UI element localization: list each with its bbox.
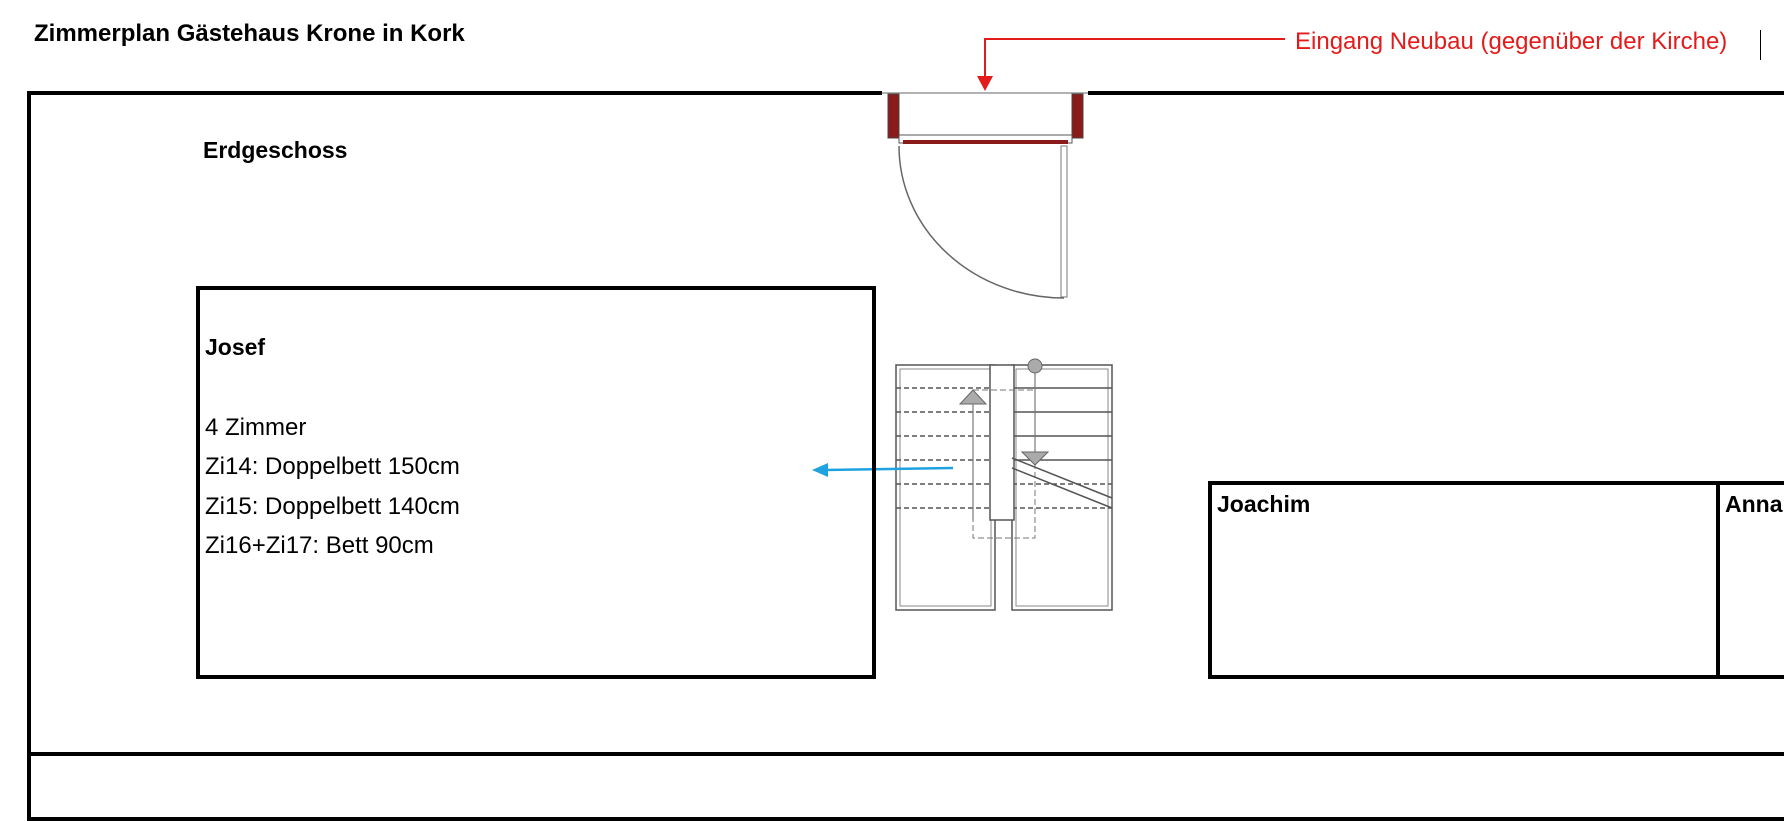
corridor-wall xyxy=(27,752,1784,756)
room-name: Joachim xyxy=(1217,491,1311,517)
room-joachim: Joachim xyxy=(1208,481,1720,679)
entrance-label: Eingang Neubau (gegenüber der Kirche) xyxy=(1295,28,1728,55)
room-detail-line: Zi14: Doppelbett 150cm xyxy=(205,453,460,480)
room-detail-line: 4 Zimmer xyxy=(205,414,307,441)
room-detail-line: Zi16+Zi17: Bett 90cm xyxy=(205,532,434,559)
room-detail-line: Zi15: Doppelbett 140cm xyxy=(205,493,460,520)
room-name: Anna xyxy=(1725,491,1783,517)
room-josef: Josef 4 Zimmer Zi14: Doppelbett 150cm Zi… xyxy=(196,286,876,679)
door-jamb-right xyxy=(1071,93,1084,139)
room-name: Josef xyxy=(205,334,266,360)
staircase xyxy=(895,358,1113,611)
text-cursor xyxy=(1760,30,1761,60)
plan-title: Zimmerplan Gästehaus Krone in Kork xyxy=(34,20,465,47)
entrance-arrow xyxy=(977,38,1285,91)
direction-arrow-to-josef xyxy=(812,463,954,477)
entrance-door xyxy=(887,93,1084,299)
door-open-leaf xyxy=(1060,145,1068,298)
room-anna: Anna xyxy=(1716,481,1784,679)
floor-label: Erdgeschoss xyxy=(203,137,348,163)
door-swing-arc xyxy=(898,145,1065,299)
floor-plan-drawing xyxy=(812,38,1285,611)
door-jamb-left xyxy=(887,93,900,139)
